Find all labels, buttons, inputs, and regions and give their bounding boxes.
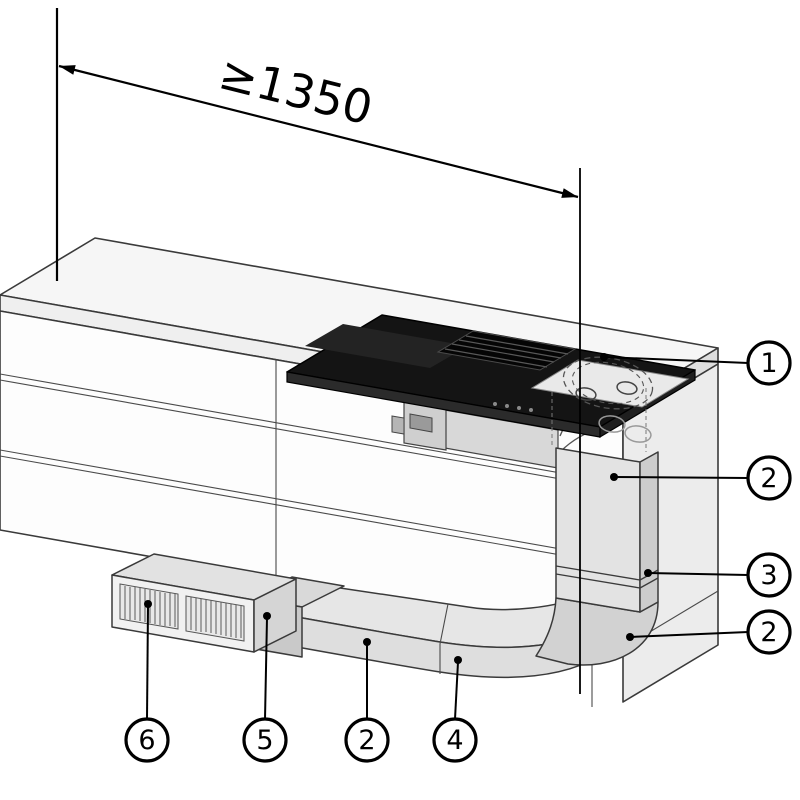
arrowhead-right (561, 188, 578, 198)
flat-duct-joint-line (439, 603, 449, 674)
callout-4-circle (432, 717, 478, 763)
callout-3-label: 3 (760, 560, 777, 591)
control-dot-2 (505, 404, 509, 408)
callout-5-connector: 5 (242, 612, 288, 763)
callout-4-bend: 4 (432, 656, 478, 763)
callout-1-leader (603, 356, 749, 364)
callout-2v-circle (746, 455, 792, 501)
callout-2e-dot (626, 633, 634, 641)
callout-1-circle (746, 340, 792, 386)
blower-cable-stub (391, 415, 405, 435)
duct-clamp-band (555, 565, 659, 589)
callout-4-leader (454, 661, 459, 720)
callout-1-dot (600, 353, 608, 361)
recirculation-box-side (253, 578, 297, 653)
dimension-label: ≥1350 (214, 45, 378, 135)
callout-6-circle (124, 717, 170, 763)
callout-1-label: 1 (760, 348, 777, 379)
callout-2f-label: 2 (358, 725, 375, 756)
callout-2v-leader (613, 476, 749, 479)
callout-2v-label: 2 (760, 463, 777, 494)
callout-6-leader (146, 605, 149, 720)
inlet-ring-left (575, 387, 597, 401)
duct-collar-ring-2 (624, 425, 652, 443)
control-dot-3 (517, 406, 521, 410)
callout-6-dot (144, 600, 152, 608)
callout-2-flat-duct: 2 (344, 638, 390, 763)
callout-3-circle (746, 552, 792, 598)
cooktop (286, 314, 696, 452)
callout-3-clamp: 3 (644, 552, 792, 598)
callout-2e-circle (746, 609, 792, 655)
callout-3-leader (647, 572, 749, 576)
callout-2f-circle (344, 717, 390, 763)
duct-elbow (535, 597, 659, 666)
arrowhead-left (59, 65, 76, 75)
control-dot-4 (529, 408, 533, 412)
callouts: 1 2 3 2 6 5 (124, 340, 792, 763)
callout-4-label: 4 (446, 725, 463, 756)
callout-5-dot (263, 612, 271, 620)
callout-3-dot (644, 569, 652, 577)
callout-5-leader (264, 617, 268, 720)
duct-outline-dashed-inner (571, 361, 645, 405)
callout-4-dot (454, 656, 462, 664)
inlet-ring-right (616, 381, 638, 395)
vertical-duct-front (555, 447, 641, 613)
control-dot-1 (493, 402, 497, 406)
callout-1-cooktop: 1 (600, 340, 792, 386)
duct-outline-dashed-outer (562, 356, 654, 410)
duct-opening-patch (530, 359, 690, 408)
callout-2e-label: 2 (760, 617, 777, 648)
callout-5-label: 5 (256, 725, 273, 756)
callout-2e-leader (629, 631, 749, 638)
callout-2f-dot (363, 638, 371, 646)
callout-2-vertical-duct: 2 (610, 455, 792, 501)
downdraft-vent-slats (444, 335, 569, 368)
vertical-duct-side (639, 451, 659, 613)
callout-6-label: 6 (138, 725, 155, 756)
duct-collar-ring-1 (598, 415, 626, 433)
callout-2v-dot (610, 473, 618, 481)
blower-connector-panel (409, 413, 433, 433)
dimension-arrow-line (58, 64, 579, 199)
cooktop-sheen (305, 324, 468, 368)
projection-dashed-lines (551, 388, 647, 452)
callout-6-box: 6 (124, 600, 170, 763)
callout-5-circle (242, 717, 288, 763)
callout-2-elbow: 2 (626, 609, 792, 655)
drawer-gap-lines (0, 373, 624, 567)
